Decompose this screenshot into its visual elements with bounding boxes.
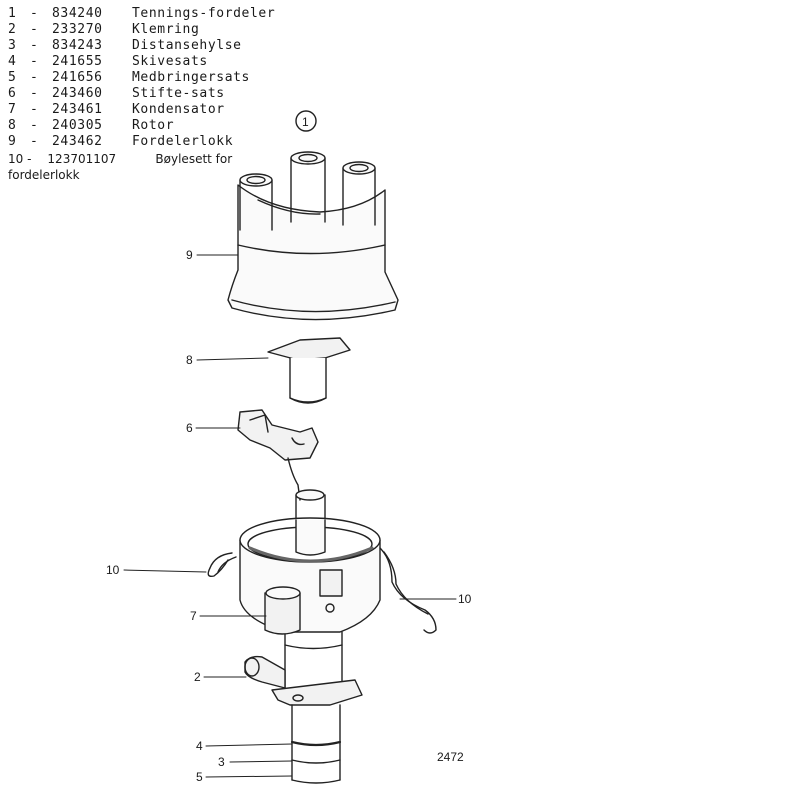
part-number: 4 bbox=[8, 54, 17, 69]
part-number: 1 bbox=[8, 6, 17, 21]
part-code: 241656 bbox=[52, 70, 103, 85]
part-dash: - bbox=[30, 38, 39, 53]
part-number: 5 bbox=[8, 70, 17, 85]
part-dash: - bbox=[30, 86, 39, 101]
parts-list-row: 5 - 241656 Medbringersats bbox=[8, 70, 308, 86]
parts-list-row: 9 - 243462 Fordelerlokk bbox=[8, 134, 308, 150]
distributor-body bbox=[239, 489, 381, 784]
clamp-ring bbox=[244, 655, 286, 689]
part-code: 834243 bbox=[52, 38, 103, 53]
cap-clip-right bbox=[379, 547, 437, 634]
part-code: 241655 bbox=[52, 54, 103, 69]
part-name: Klemring bbox=[132, 22, 200, 37]
circled-callout bbox=[295, 110, 317, 132]
part-code: 243462 bbox=[52, 134, 103, 149]
part-code: 240305 bbox=[52, 118, 103, 133]
part-name: Fordelerlokk bbox=[132, 134, 234, 149]
callout-2: 2 bbox=[194, 670, 201, 684]
callout-10-right: 10 bbox=[458, 592, 472, 606]
part-number: 6 bbox=[8, 86, 17, 101]
part-code: 243461 bbox=[52, 102, 103, 117]
callout-10-left: 10 bbox=[106, 563, 120, 577]
part-code: 243460 bbox=[52, 86, 103, 101]
figure-number: 2472 bbox=[437, 750, 464, 764]
part-name: Kondensator bbox=[132, 102, 225, 117]
parts-list-row: 8 - 240305 Rotor bbox=[8, 118, 308, 134]
part-name: Tennings-fordeler bbox=[132, 6, 276, 21]
part-dash: - bbox=[30, 6, 39, 21]
parts-list-row: 10 - 123701107 Bøylesett for bbox=[8, 151, 308, 167]
contact-breaker-points bbox=[237, 409, 319, 501]
part-name: Medbringersats bbox=[132, 70, 250, 85]
part-name: Skivesats bbox=[132, 54, 208, 69]
part-number: 10 - bbox=[8, 152, 32, 166]
callout-6: 6 bbox=[186, 421, 193, 435]
part-number: 8 bbox=[8, 118, 17, 133]
condenser bbox=[264, 569, 343, 635]
distributor-cap bbox=[227, 151, 399, 321]
part-code: 834240 bbox=[52, 6, 103, 21]
callout-8: 8 bbox=[186, 353, 193, 367]
rotor bbox=[267, 337, 351, 404]
parts-list-row: 4 - 241655 Skivesats bbox=[8, 54, 308, 70]
part-dash: - bbox=[30, 54, 39, 69]
part-name: Distansehylse bbox=[132, 38, 242, 53]
part-dash: - bbox=[30, 22, 39, 37]
part-code: 123701107 bbox=[47, 152, 117, 166]
part-dash: - bbox=[30, 70, 39, 85]
callout-3: 3 bbox=[218, 755, 225, 769]
part-name-continued: fordelerlokk bbox=[8, 168, 80, 182]
callout-5: 5 bbox=[196, 770, 203, 784]
callout-4: 4 bbox=[196, 739, 203, 753]
parts-list: 1 - 834240 Tennings-fordeler 2 - 233270 … bbox=[8, 6, 308, 183]
callout-7: 7 bbox=[190, 609, 197, 623]
part-name: Bøylesett for bbox=[155, 152, 233, 166]
part-number: 2 bbox=[8, 22, 17, 37]
parts-list-row: 6 - 243460 Stifte-sats bbox=[8, 86, 308, 102]
part-name: Rotor bbox=[132, 118, 175, 133]
leader-lines bbox=[123, 254, 457, 778]
parts-list-row: 3 - 834243 Distansehylse bbox=[8, 38, 308, 54]
callout-9: 9 bbox=[186, 248, 193, 262]
cap-clip-left bbox=[207, 552, 237, 578]
part-name: Stifte-sats bbox=[132, 86, 225, 101]
parts-list-row: 7 - 243461 Kondensator bbox=[8, 102, 308, 118]
part-dash: - bbox=[30, 118, 39, 133]
part-dash: - bbox=[30, 102, 39, 117]
part-code: 233270 bbox=[52, 22, 103, 37]
part-dash: - bbox=[30, 134, 39, 149]
parts-list-row: 2 - 233270 Klemring bbox=[8, 22, 308, 38]
circled-callout-number: 1 bbox=[302, 115, 309, 129]
part-number: 9 bbox=[8, 134, 17, 149]
part-number: 7 bbox=[8, 102, 17, 117]
part-number: 3 bbox=[8, 38, 17, 53]
parts-list-row: 1 - 834240 Tennings-fordeler bbox=[8, 6, 308, 22]
